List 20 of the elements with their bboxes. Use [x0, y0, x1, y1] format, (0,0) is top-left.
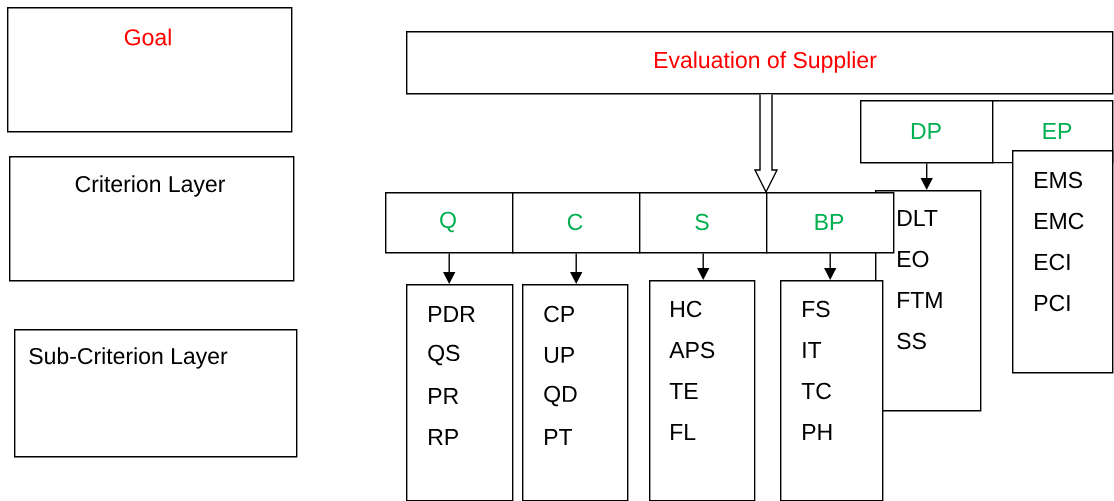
- list-box: CP UP QD PT: [522, 284, 629, 501]
- list-box: FS IT TC PH: [780, 280, 884, 501]
- label-box: BP: [766, 192, 895, 254]
- arrow: [920, 162, 933, 190]
- node-label: EP: [1043, 123, 1072, 139]
- label-box: Evaluation of Supplier: [406, 31, 1114, 95]
- label-box: Q: [385, 192, 514, 254]
- arrow: [697, 252, 710, 280]
- arrow: [443, 252, 456, 284]
- label-box: Goal: [7, 7, 293, 133]
- label-box: S: [639, 192, 768, 254]
- label-box: DP: [860, 100, 994, 164]
- arrow: [824, 252, 837, 280]
- arrow: [753, 93, 779, 194]
- arrow: [570, 252, 583, 284]
- list-box: HC APS TE FL: [649, 280, 756, 501]
- label-box: Criterion Layer: [9, 156, 295, 282]
- label-box: C: [512, 192, 641, 254]
- list-box: PDR QS PR RP: [406, 284, 514, 501]
- label-box: Sub-Criterion Layer: [14, 329, 298, 458]
